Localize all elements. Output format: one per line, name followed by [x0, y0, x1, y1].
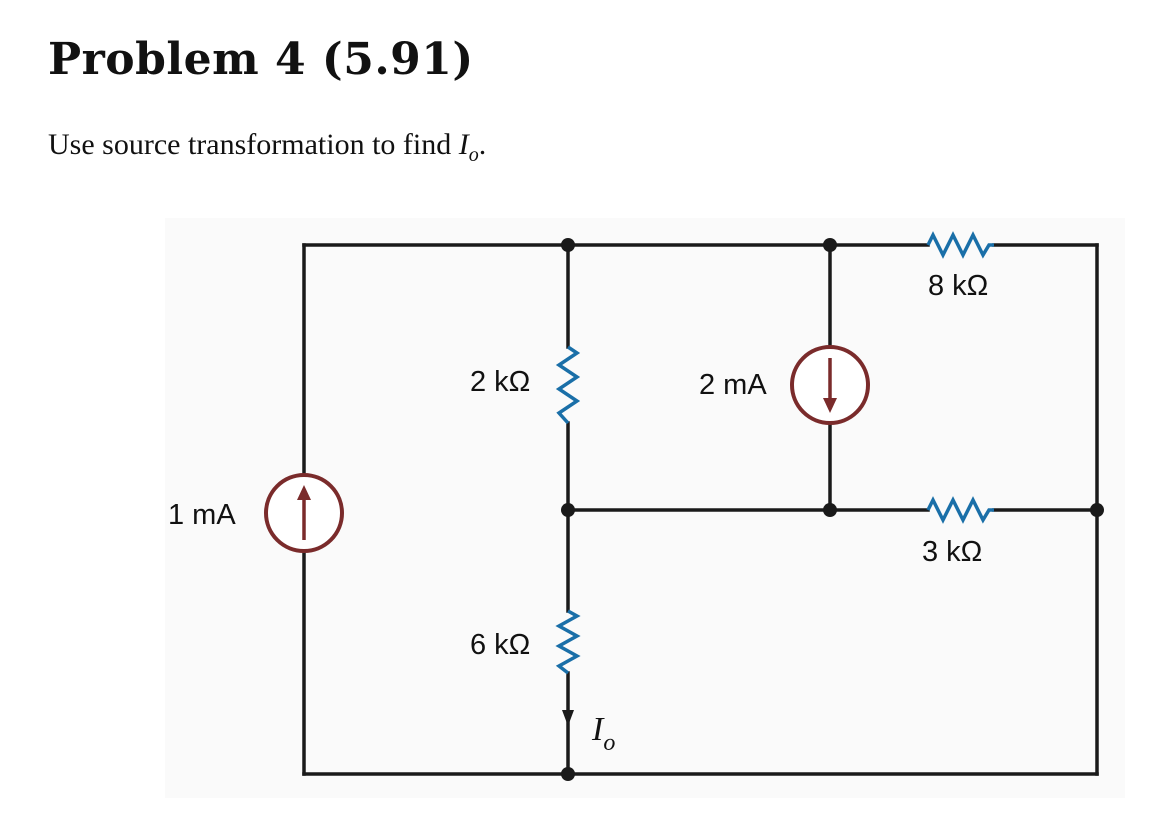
current-source-1ma — [264, 473, 344, 553]
nodes — [561, 238, 1104, 781]
current-source-2ma — [790, 345, 870, 425]
label-2k: 2 kΩ — [470, 366, 530, 398]
label-2ma: 2 mA — [699, 369, 767, 401]
resistor-2k — [555, 345, 581, 425]
label-io: Io — [591, 711, 615, 756]
prompt-text: Use source transformation to find — [48, 128, 459, 161]
prompt-variable: I — [458, 128, 469, 161]
node-bottom — [561, 767, 575, 781]
node-right — [1090, 503, 1104, 517]
label-io-sub: o — [603, 730, 615, 756]
resistor-8k — [926, 231, 994, 259]
prompt-subscript: o — [468, 144, 479, 166]
resistors — [555, 231, 994, 675]
node-center-left — [561, 503, 575, 517]
label-io-var: I — [591, 711, 605, 748]
resistor-6k — [555, 609, 581, 675]
problem-title: Problem 4 (5.91) — [48, 34, 474, 85]
resistor-3k — [926, 496, 994, 524]
prompt-period: . — [478, 128, 487, 161]
node-top-mid — [561, 238, 575, 252]
node-top-source2 — [823, 238, 837, 252]
label-8k: 8 kΩ — [928, 270, 988, 302]
label-6k: 6 kΩ — [470, 629, 530, 661]
source-2ma-arrowhead — [823, 398, 837, 413]
node-center-source2 — [823, 503, 837, 517]
label-1ma: 1 mA — [168, 499, 236, 531]
problem-prompt: Use source transformation to find Io. — [48, 128, 486, 167]
label-3k: 3 kΩ — [922, 536, 982, 568]
source-1ma-arrowhead — [297, 485, 311, 500]
io-arrow-icon — [562, 710, 574, 726]
